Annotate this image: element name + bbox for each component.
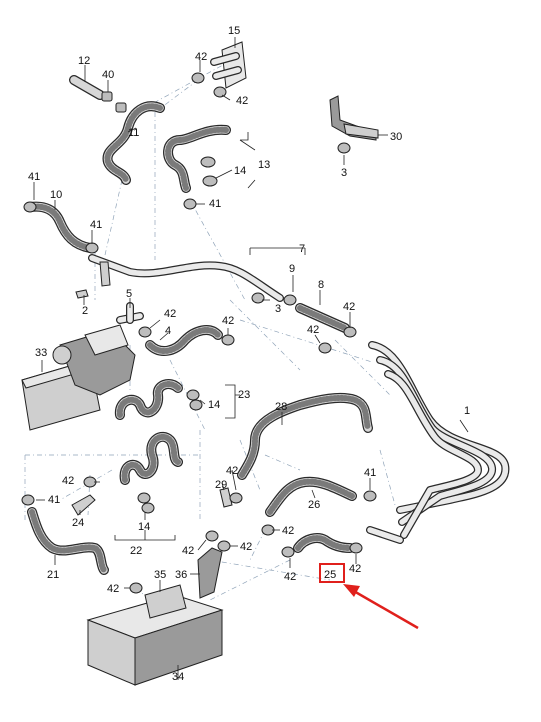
label-42g: 42 xyxy=(62,475,74,487)
label-40: 40 xyxy=(102,69,114,81)
label-42n: 42 xyxy=(107,583,119,595)
label-10: 10 xyxy=(50,189,62,201)
label-42b: 42 xyxy=(236,95,248,107)
callout-labels: 1 2 3 3 4 5 7 8 9 10 11 12 13 14 14 14 1… xyxy=(28,25,470,683)
part-30-bracket xyxy=(329,95,379,154)
part-24-bracket xyxy=(71,494,96,516)
part-33-cooler xyxy=(21,324,136,431)
label-41d: 41 xyxy=(48,494,60,506)
part-1-pipe-harness xyxy=(366,341,510,544)
part-28-hose xyxy=(237,392,373,480)
label-30: 30 xyxy=(390,131,402,143)
label-3b: 3 xyxy=(341,167,347,179)
label-15: 15 xyxy=(228,25,240,37)
part-26-hose xyxy=(265,476,357,517)
label-2: 2 xyxy=(82,305,88,317)
part-7-pipe xyxy=(88,254,284,302)
label-36: 36 xyxy=(175,569,187,581)
label-22: 22 xyxy=(130,545,142,557)
label-8: 8 xyxy=(318,279,324,291)
label-42d: 42 xyxy=(307,324,319,336)
part-8-hose xyxy=(295,303,350,333)
highlight-arrow xyxy=(351,588,419,630)
leader-lines xyxy=(33,37,469,680)
label-25: 25 xyxy=(324,569,336,581)
part-13-hose xyxy=(163,124,231,193)
label-42j: 42 xyxy=(182,545,194,557)
label-24: 24 xyxy=(72,517,84,529)
hose-clamps xyxy=(21,72,377,594)
label-42i: 42 xyxy=(282,525,294,537)
label-42h: 42 xyxy=(226,465,238,477)
highlight-arrowhead xyxy=(343,584,360,597)
label-42e: 42 xyxy=(164,308,176,320)
label-42m: 42 xyxy=(349,563,361,575)
label-41e: 41 xyxy=(364,467,376,479)
label-42a: 42 xyxy=(195,51,207,63)
label-42f: 42 xyxy=(222,315,234,327)
label-28: 28 xyxy=(275,401,287,413)
label-14b: 14 xyxy=(208,399,220,411)
part-25-hose xyxy=(293,533,355,553)
label-34: 34 xyxy=(172,671,184,683)
label-11: 11 xyxy=(128,127,139,139)
label-9: 9 xyxy=(289,263,295,275)
part-12-hose-stub xyxy=(69,75,113,102)
label-42c: 42 xyxy=(343,301,355,313)
highlight-callout xyxy=(319,563,419,630)
label-41c: 41 xyxy=(209,198,221,210)
label-26: 26 xyxy=(308,499,320,511)
part-34-reservoir xyxy=(86,584,224,686)
part-29-plug xyxy=(219,487,233,508)
label-4: 4 xyxy=(165,325,171,337)
part-15-bracket xyxy=(210,41,247,89)
label-29: 29 xyxy=(215,479,227,491)
label-35: 35 xyxy=(154,569,166,581)
label-13: 13 xyxy=(258,159,270,171)
label-23: 23 xyxy=(238,389,250,401)
label-41a: 41 xyxy=(28,171,40,183)
label-42k: 42 xyxy=(240,541,252,553)
label-21: 21 xyxy=(47,569,59,581)
label-42l: 42 xyxy=(284,571,296,583)
label-1: 1 xyxy=(464,405,470,417)
label-41b: 41 xyxy=(90,219,102,231)
part-36-bracket xyxy=(197,547,223,599)
label-5: 5 xyxy=(126,288,132,300)
part-11-hose xyxy=(102,101,165,185)
part-23-hoses xyxy=(114,379,203,420)
highlight-box xyxy=(319,563,345,583)
part-4-hose xyxy=(145,325,223,356)
part-21-hose xyxy=(27,507,109,575)
label-14a: 14 xyxy=(234,165,246,177)
label-14c: 14 xyxy=(138,521,150,533)
part-22-hoses xyxy=(119,431,183,514)
part-10-hose xyxy=(25,201,95,253)
label-33: 33 xyxy=(35,347,47,359)
label-12: 12 xyxy=(78,55,90,67)
part-5-connector xyxy=(116,302,144,324)
label-7: 7 xyxy=(299,243,305,255)
label-3a: 3 xyxy=(275,303,281,315)
